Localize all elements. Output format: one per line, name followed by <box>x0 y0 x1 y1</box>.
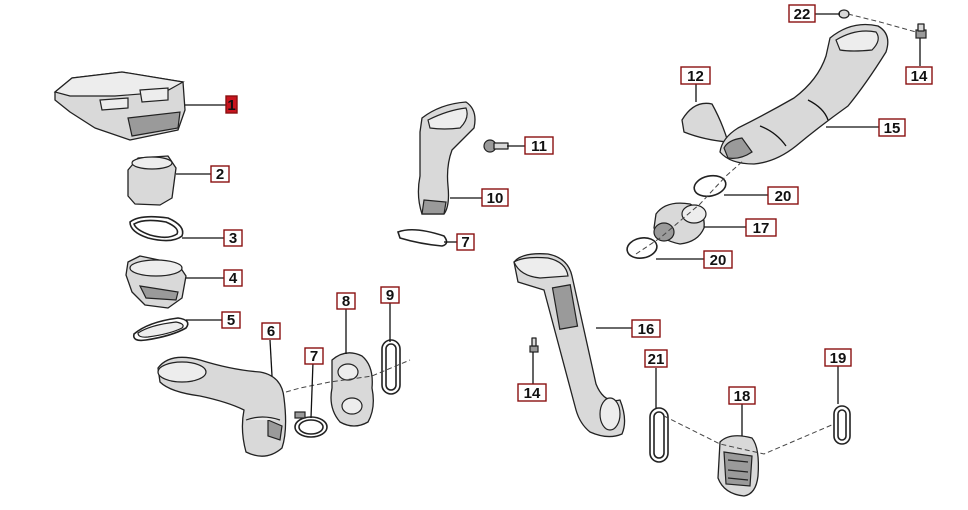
callout-16[interactable]: 16 <box>631 319 661 338</box>
svg-text:22: 22 <box>794 6 811 23</box>
callout-21[interactable]: 21 <box>644 349 668 368</box>
part-bolt-11[interactable] <box>483 139 509 153</box>
callout-4[interactable]: 4 <box>223 269 243 287</box>
callout-10[interactable]: 10 <box>481 188 509 207</box>
callout-1[interactable]: 1 <box>225 95 238 114</box>
part-oval-gasket-21[interactable] <box>649 407 669 463</box>
callout-14a[interactable]: 14 <box>905 66 933 85</box>
callout-14b[interactable]: 14 <box>517 383 547 402</box>
callout-6[interactable]: 6 <box>261 322 281 340</box>
svg-text:5: 5 <box>227 312 235 329</box>
part-flex-connector[interactable] <box>653 202 707 245</box>
svg-text:7: 7 <box>310 348 318 365</box>
part-air-box[interactable] <box>53 71 186 141</box>
part-upper-duct[interactable] <box>417 101 476 215</box>
part-curved-hose[interactable] <box>157 356 287 457</box>
svg-text:17: 17 <box>753 220 770 237</box>
svg-text:19: 19 <box>830 350 847 367</box>
svg-text:20: 20 <box>775 188 792 205</box>
part-screw-14b[interactable] <box>529 337 539 353</box>
svg-text:16: 16 <box>638 321 655 338</box>
svg-text:20: 20 <box>710 252 727 269</box>
callout-22[interactable]: 22 <box>788 4 816 23</box>
svg-text:15: 15 <box>884 120 901 137</box>
part-washer-22[interactable] <box>838 9 850 19</box>
part-resonator-elbow[interactable] <box>330 352 374 427</box>
callout-3[interactable]: 3 <box>223 229 243 247</box>
svg-text:9: 9 <box>386 287 394 304</box>
part-adapter[interactable] <box>125 255 187 309</box>
svg-text:10: 10 <box>487 190 504 207</box>
callout-20a[interactable]: 20 <box>767 186 799 205</box>
part-gasket-5[interactable] <box>132 317 189 342</box>
callout-8[interactable]: 8 <box>336 292 356 310</box>
callout-11[interactable]: 11 <box>524 136 554 155</box>
svg-text:3: 3 <box>229 230 237 247</box>
part-intake-duct[interactable] <box>127 155 177 206</box>
svg-text:4: 4 <box>229 270 238 287</box>
svg-text:8: 8 <box>342 293 350 310</box>
callout-9[interactable]: 9 <box>380 286 400 304</box>
svg-text:12: 12 <box>687 68 704 85</box>
callout-7b[interactable]: 7 <box>456 233 475 251</box>
svg-text:14: 14 <box>911 68 928 85</box>
callout-5[interactable]: 5 <box>221 311 241 329</box>
callout-20b[interactable]: 20 <box>703 250 733 269</box>
svg-text:1: 1 <box>227 97 235 114</box>
part-clamp-20a[interactable] <box>692 173 727 199</box>
callout-15[interactable]: 15 <box>878 118 906 137</box>
part-long-intake-duct[interactable] <box>719 23 889 165</box>
part-clamp-20b[interactable] <box>625 236 658 261</box>
part-oval-ring-9[interactable] <box>381 339 401 395</box>
callout-17[interactable]: 17 <box>745 218 777 237</box>
callout-2[interactable]: 2 <box>210 165 230 183</box>
svg-text:18: 18 <box>734 388 751 405</box>
part-clamp-7b[interactable] <box>396 228 448 247</box>
part-seal-ring-3[interactable] <box>129 215 184 242</box>
callout-19[interactable]: 19 <box>824 348 852 367</box>
svg-text:6: 6 <box>267 323 275 340</box>
svg-text:14: 14 <box>524 385 541 402</box>
part-small-oval-ring-19[interactable] <box>833 405 851 445</box>
svg-text:7: 7 <box>461 234 469 251</box>
leader-lines <box>176 13 921 436</box>
callout-12[interactable]: 12 <box>680 66 711 85</box>
assembly-axis-upper-right <box>635 159 745 255</box>
assembly-axis-top <box>847 13 917 33</box>
assembly-axis-lower-right <box>663 415 835 455</box>
part-vertical-snorkel[interactable] <box>513 253 626 438</box>
callout-labels: 1 2 3 4 5 6 7 8 9 10 11 7 12 22 14 15 20… <box>210 4 933 405</box>
svg-text:21: 21 <box>648 351 665 368</box>
part-screw-14a[interactable] <box>915 23 927 39</box>
part-filter-pad[interactable] <box>681 102 729 143</box>
callout-18[interactable]: 18 <box>728 386 756 405</box>
svg-text:2: 2 <box>216 166 224 183</box>
svg-text:11: 11 <box>531 138 547 155</box>
callout-7a[interactable]: 7 <box>304 347 324 365</box>
assembly-axis-left <box>285 359 411 393</box>
